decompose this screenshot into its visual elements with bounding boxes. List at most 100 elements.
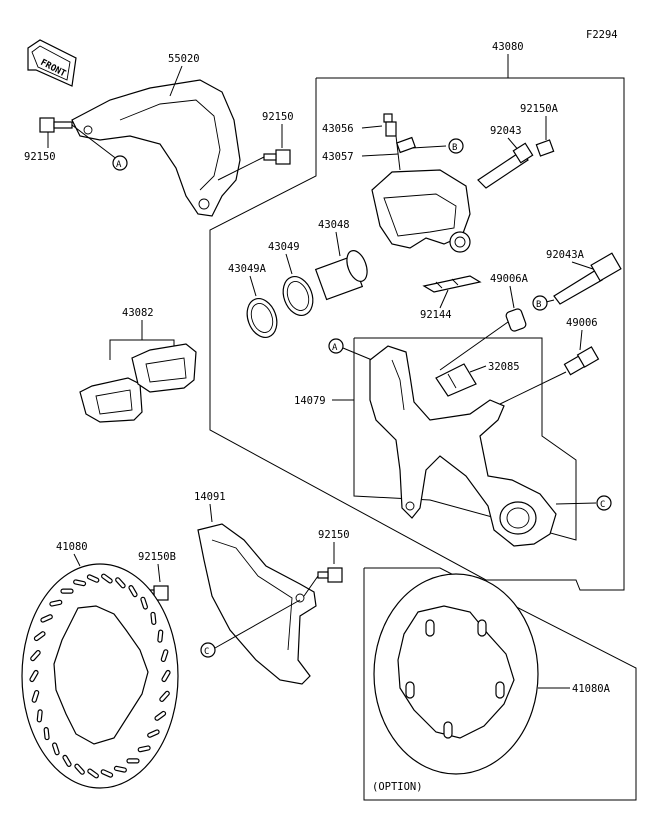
- cap-43057: [396, 136, 416, 154]
- brake-pad-1: [79, 377, 143, 423]
- disc-slot: [154, 710, 167, 721]
- disc-hole: [443, 721, 453, 739]
- disc-slot: [40, 614, 53, 623]
- bleeder-43056: [383, 113, 397, 137]
- figure-code: F2294: [586, 29, 618, 41]
- disc-slot: [160, 649, 169, 663]
- disc-hole: [495, 681, 505, 699]
- disc-slot: [115, 577, 126, 589]
- ref-a-1: A: [116, 160, 122, 170]
- disc-slot: [128, 585, 138, 598]
- bracket-group-outline: [353, 337, 577, 541]
- assembly-43080-outline: [209, 77, 625, 591]
- disc-slot: [31, 689, 40, 703]
- disc-slot: [161, 669, 171, 683]
- disc-hole: [405, 681, 415, 699]
- disc-slot: [147, 729, 160, 738]
- ref-a-circle-2: [328, 338, 344, 354]
- label-41080: 41080: [56, 541, 88, 553]
- label-92150A: 92150A: [520, 103, 559, 115]
- disc-slot: [74, 763, 85, 775]
- brake-disc-41080A: [373, 573, 539, 775]
- disc-slot: [62, 754, 72, 767]
- disc-slot: [137, 745, 151, 753]
- ref-b-2: B: [536, 300, 541, 310]
- label-43048: 43048: [318, 219, 350, 231]
- chain-guide-part: [71, 79, 241, 217]
- bolt-92150-bottom: [317, 567, 343, 583]
- label-49006A: 49006A: [490, 273, 529, 285]
- disc-slot: [30, 650, 41, 662]
- ref-b-circle-2: [532, 295, 548, 311]
- disc-guard-14091: [197, 523, 317, 685]
- option-label: (OPTION): [372, 781, 423, 793]
- piston-43048: [314, 250, 368, 301]
- label-43082: 43082: [122, 307, 154, 319]
- label-32085: 32085: [488, 361, 520, 373]
- ref-a-2: A: [332, 343, 338, 353]
- spring-92144: [422, 275, 482, 293]
- brake-pad-2: [131, 343, 197, 393]
- option-box-outline: [363, 567, 637, 801]
- label-92043: 92043: [490, 125, 522, 137]
- front-arrow-icon: FRONT: [27, 39, 77, 87]
- label-43049A: 43049A: [228, 263, 267, 275]
- label-43057: 43057: [322, 151, 354, 163]
- pad-spring-32085: [435, 363, 477, 397]
- sleeve-49006: [563, 346, 600, 376]
- label-43049: 43049: [268, 241, 300, 253]
- disc-slot: [150, 611, 157, 625]
- disc-slot: [86, 574, 100, 583]
- label-55020: 55020: [168, 53, 200, 65]
- caliper-body: [371, 169, 471, 253]
- disc-slot: [33, 631, 46, 642]
- disc-slot: [43, 727, 50, 741]
- caliper-bracket-14079: [369, 345, 557, 547]
- seal-43049: [282, 276, 314, 316]
- disc-holes: [405, 619, 505, 739]
- disc-slot: [29, 669, 39, 683]
- label-92150B: 92150B: [138, 551, 176, 563]
- plug-92150A: [535, 139, 555, 157]
- pin-92043: [477, 142, 534, 189]
- disc-slot: [159, 690, 170, 702]
- disc-hole: [477, 619, 487, 637]
- label-43080: 43080: [492, 41, 524, 53]
- ref-a-circle-1: [112, 155, 128, 171]
- ref-c-circle-1: [596, 495, 612, 511]
- disc-slot: [157, 629, 164, 643]
- label-14091: 14091: [194, 491, 226, 503]
- pin-92043A: [553, 252, 622, 305]
- disc-slot: [113, 765, 127, 773]
- brake-disc-41080: [21, 563, 179, 789]
- disc-slot: [60, 588, 74, 594]
- disc-slot: [73, 579, 87, 587]
- label-49006: 49006: [566, 317, 598, 329]
- label-92150-left: 92150: [24, 151, 56, 163]
- label-14079: 14079: [294, 395, 326, 407]
- disc-slot: [87, 768, 99, 779]
- label-92150-bottom: 92150: [318, 529, 350, 541]
- label-92043A: 92043A: [546, 249, 585, 261]
- disc-slot: [126, 758, 140, 764]
- disc-slot: [36, 709, 43, 723]
- ref-c-2: C: [204, 647, 209, 657]
- label-92150-top: 92150: [262, 111, 294, 123]
- disc-slots: [29, 573, 171, 779]
- disc-slot: [100, 769, 114, 778]
- disc-slot: [49, 599, 63, 607]
- ref-c-circle-2: [200, 642, 216, 658]
- ref-c-1: C: [600, 500, 605, 510]
- bolt-92150-left: [39, 117, 73, 133]
- ref-b-circle-1: [448, 138, 464, 154]
- label-41080A: 41080A: [572, 683, 611, 695]
- disc-slot: [52, 742, 60, 756]
- disc-hole: [425, 619, 435, 637]
- bolt-92150-top: [263, 149, 291, 165]
- disc-slot: [140, 596, 148, 610]
- label-92144: 92144: [420, 309, 452, 321]
- label-43056: 43056: [322, 123, 354, 135]
- disc-slot: [101, 573, 113, 584]
